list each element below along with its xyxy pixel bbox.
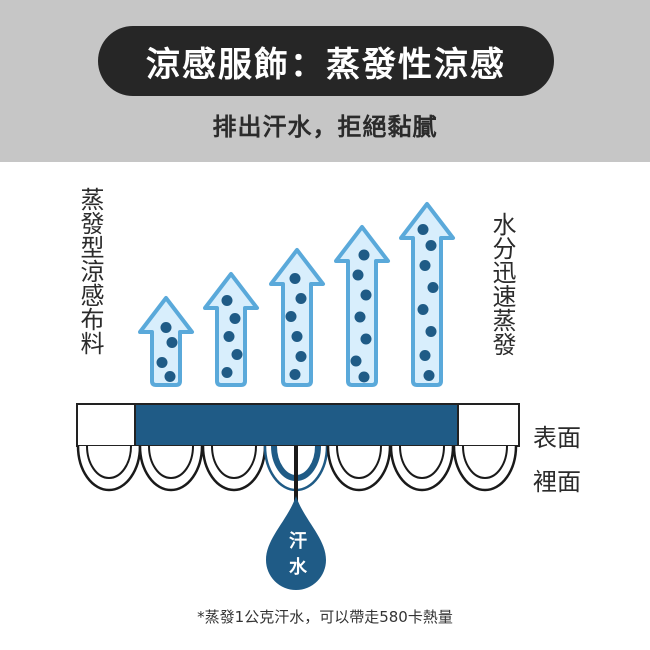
fabric-loop-outer (201, 445, 267, 492)
fabric-loop-inner (462, 445, 508, 479)
water-molecule-dot (350, 355, 362, 367)
fabric-loop-outer (452, 445, 518, 492)
water-molecule-dot (291, 331, 303, 342)
water-molecule-dot (352, 269, 364, 281)
water-molecule-dot (289, 369, 301, 380)
fabric-loop-outer (389, 445, 455, 492)
fabric-type-label: 蒸發型涼感布料 (76, 187, 104, 355)
water-molecule-dot (164, 371, 176, 382)
evaporation-arrow-5 (399, 202, 455, 387)
water-molecule-dot (223, 331, 235, 342)
water-molecule-dot (160, 322, 172, 333)
evaporation-arrow-1 (138, 296, 194, 387)
water-molecule-dot (295, 351, 307, 362)
drop-label-1: 汗 (289, 531, 307, 552)
water-molecule-dot (295, 293, 307, 304)
evaporation-arrow-3 (269, 248, 325, 387)
water-molecule-dot (419, 350, 431, 361)
evaporation-arrow-2 (203, 272, 259, 387)
water-molecule-dot (419, 260, 431, 271)
water-molecule-dot (156, 357, 168, 368)
fabric-surface-right (457, 403, 520, 447)
water-molecule-dot (358, 371, 370, 383)
water-molecule-dot (417, 224, 429, 235)
water-molecule-dot (166, 337, 178, 348)
fabric-loop-outer (138, 445, 204, 492)
water-molecule-dot (425, 326, 437, 337)
evaporation-label: 水分迅速蒸發 (488, 212, 516, 356)
water-molecule-dot (221, 295, 233, 306)
water-molecule-dot (285, 311, 297, 322)
water-molecule-dot (358, 249, 370, 261)
water-molecule-dot (289, 273, 301, 284)
fabric-loop-inner (336, 445, 382, 479)
water-molecule-dot (427, 282, 439, 293)
water-molecule-dot (360, 289, 372, 301)
surface-label: 表面 (533, 424, 581, 452)
water-molecule-dot (423, 370, 435, 381)
water-molecule-dot (229, 313, 241, 324)
fabric-loop-inner (211, 445, 257, 479)
water-molecule-dot (354, 311, 366, 323)
evaporation-arrows (138, 202, 455, 387)
fabric-loop-inner (86, 445, 132, 479)
fabric-loop-inner (148, 445, 194, 479)
page-title: 涼感服飾：蒸發性涼感 (98, 26, 554, 96)
inner-label: 裡面 (533, 468, 581, 496)
fabric-surface-wicking (134, 403, 459, 447)
evaporation-arrow-4 (334, 225, 390, 387)
fabric-loop-outer (76, 445, 142, 492)
water-molecule-dot (221, 367, 233, 378)
water-molecule-dot (360, 333, 372, 345)
fabric-inner-loops (76, 445, 518, 492)
fabric-loop-inner (399, 445, 445, 479)
sweat-drop (266, 496, 326, 590)
fabric-loop-outer (326, 445, 392, 492)
footnote: *蒸發1公克汗水，可以帶走580卡熱量 (197, 608, 453, 626)
water-molecule-dot (425, 240, 437, 251)
water-molecule-dot (417, 304, 429, 315)
drop-label-2: 水 (289, 557, 307, 578)
fabric-surface-left (76, 403, 136, 447)
page-subtitle: 排出汗水，拒絕黏膩 (212, 112, 438, 141)
water-molecule-dot (231, 349, 243, 360)
